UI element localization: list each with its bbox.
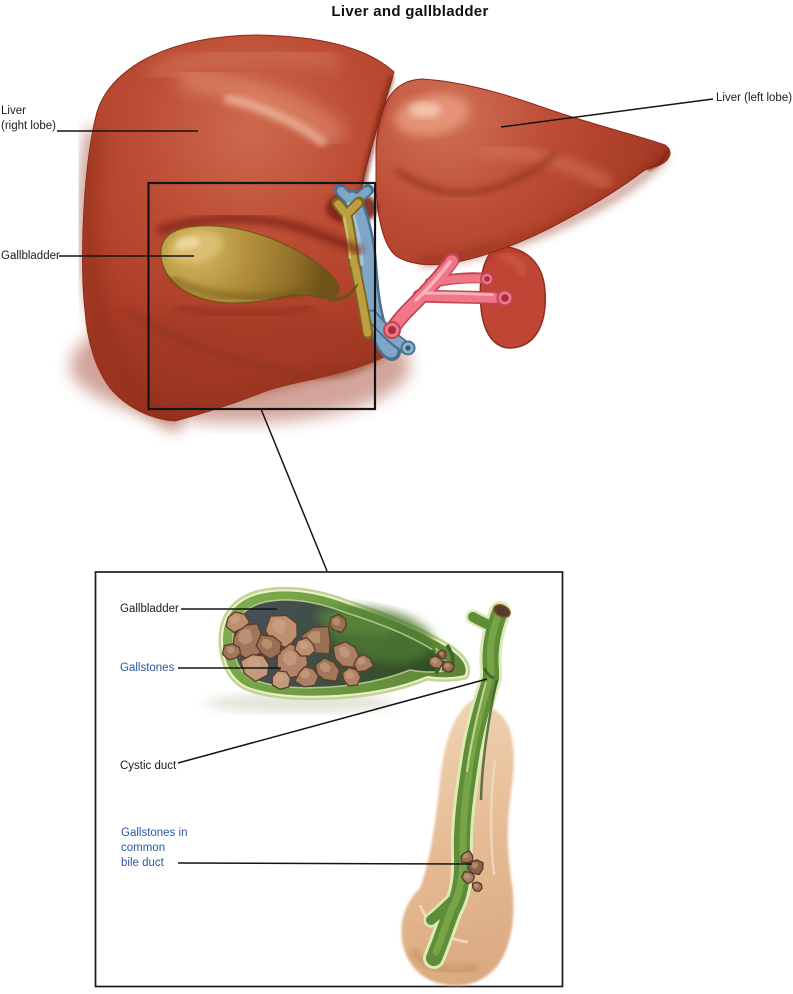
gallstone-highlight bbox=[261, 638, 273, 650]
gallstone-highlight bbox=[238, 628, 252, 645]
label-cystic-duct: Cystic duct bbox=[120, 760, 177, 772]
gallstone-highlight bbox=[230, 615, 241, 625]
hepatic-artery bbox=[383, 252, 514, 339]
leader-cystic-duct bbox=[177, 678, 488, 764]
gallstone-highlight bbox=[332, 617, 341, 626]
label-gallbladder-main: Gallbladder bbox=[1, 250, 60, 262]
gallstone-highlight bbox=[345, 670, 354, 679]
gallstone-highlight bbox=[271, 619, 287, 634]
gallbladder-cutaway bbox=[218, 586, 471, 701]
hepatic-duct-branch bbox=[468, 612, 498, 632]
gallstone-highlight bbox=[357, 657, 367, 665]
gallstones-in-neck bbox=[428, 649, 455, 673]
gallstone-highlight bbox=[275, 673, 284, 683]
hepatic-hilum-vessels bbox=[326, 184, 514, 361]
leader-gallstones-cbd bbox=[177, 862, 473, 865]
gallstone-highlight bbox=[464, 873, 470, 880]
gallstone-highlight bbox=[247, 657, 260, 670]
bile-duct-system bbox=[423, 601, 511, 969]
gallstone-highlight bbox=[444, 663, 450, 669]
hepatic-duct-opening bbox=[493, 604, 511, 618]
label-liver-left-lobe: Liver (left lobe) bbox=[716, 92, 793, 104]
gallstone-highlight bbox=[226, 646, 235, 654]
right-lobe-sheen bbox=[178, 66, 348, 148]
gallstones-cluster bbox=[221, 611, 375, 690]
main-liver-figure bbox=[70, 34, 671, 433]
annotations bbox=[57, 98, 714, 865]
gallstone-highlight bbox=[307, 630, 321, 644]
gallstone-highlight bbox=[471, 862, 478, 869]
figure-title: Liver and gallbladder bbox=[331, 3, 489, 20]
label-inset-gallstones: Gallstones bbox=[120, 662, 175, 674]
label-liver-right-lobe: Liver (right lobe) bbox=[1, 105, 56, 132]
gallstone-highlight bbox=[439, 651, 443, 656]
leader-liver-left-lobe bbox=[500, 98, 714, 128]
gallbladder-fossa-shadow bbox=[156, 214, 365, 257]
bile-ducts-yellow bbox=[331, 196, 374, 340]
gallstone-highlight bbox=[319, 661, 331, 673]
label-gallstones-common-bile-duct: Gallstones in common bile duct bbox=[121, 827, 188, 869]
liver-left-lobe-shape bbox=[375, 78, 671, 267]
gallstone-highlight bbox=[299, 669, 311, 679]
inferior-ridge-crease bbox=[123, 305, 387, 378]
gallstone-highlight bbox=[299, 641, 309, 650]
zoom-connector-line bbox=[260, 408, 328, 572]
gallstone-highlight bbox=[431, 657, 439, 664]
gallstone-highlight bbox=[338, 646, 351, 658]
left-lobe-crease bbox=[394, 150, 559, 196]
gallstone-highlight bbox=[283, 650, 297, 666]
gallbladder-external bbox=[156, 214, 365, 319]
label-inset-gallbladder: Gallbladder bbox=[120, 603, 179, 615]
inset-detail-figure bbox=[94, 571, 564, 988]
left-lobe-tip-curl bbox=[647, 149, 670, 172]
gallstone-highlight bbox=[463, 852, 469, 859]
gallstone-highlight bbox=[474, 883, 479, 888]
